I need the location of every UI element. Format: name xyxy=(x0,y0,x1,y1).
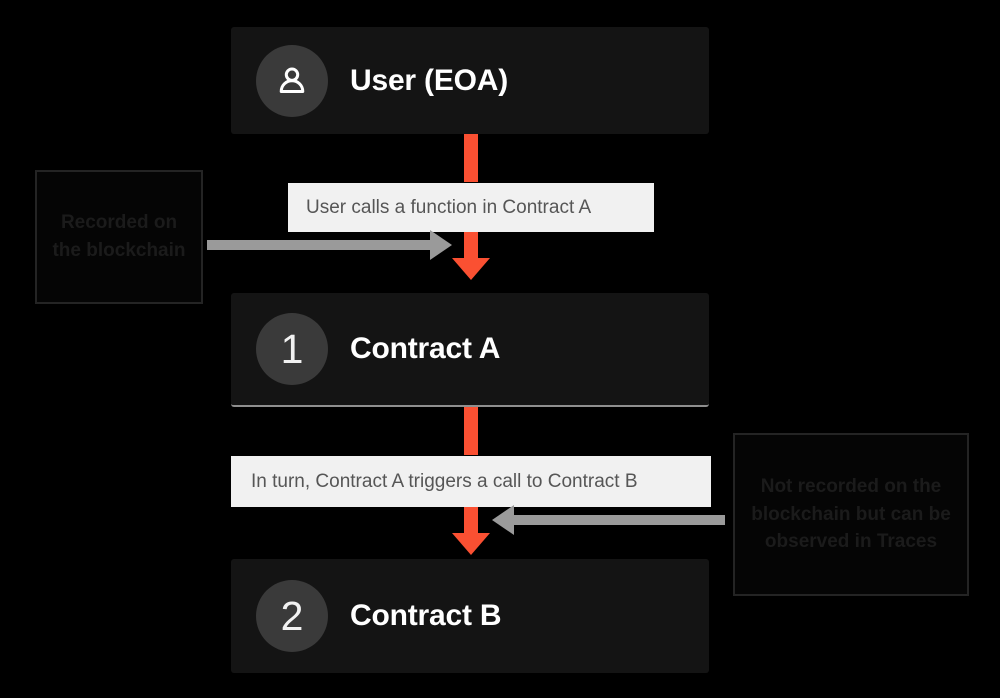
annotation-right-text: Not recorded on the blockchain but can b… xyxy=(751,476,951,553)
caption-user-calls-contract-a: User calls a function in Contract A xyxy=(288,183,654,232)
annotation-arrow-stem-right xyxy=(512,515,725,525)
node-user-label: User (EOA) xyxy=(350,63,509,97)
annotation-recorded-on-blockchain: Recorded on the blockchain xyxy=(35,170,203,304)
flow-arrow-stem-user-to-a-upper xyxy=(464,134,478,182)
node-contract-a-label: Contract A xyxy=(350,332,501,365)
node-contract-a[interactable]: 1 Contract A xyxy=(231,293,709,407)
annotation-arrow-stem-left xyxy=(207,240,432,250)
step-number-badge-1: 1 xyxy=(256,313,328,385)
person-icon xyxy=(256,44,328,117)
step-number-1: 1 xyxy=(280,325,304,372)
step-number-badge-2: 2 xyxy=(256,580,328,652)
flow-arrowhead-user-to-a xyxy=(452,258,490,280)
caption-contract-a-triggers-contract-b: In turn, Contract A triggers a call to C… xyxy=(231,456,711,507)
flow-arrowhead-a-to-b xyxy=(452,533,490,555)
annotation-arrowhead-right xyxy=(430,230,452,260)
flow-arrow-stem-a-to-b-upper xyxy=(464,407,478,455)
node-user[interactable]: User (EOA) xyxy=(231,27,709,134)
flow-arrow-stem-user-to-a-lower xyxy=(464,232,478,260)
annotation-left-text: Recorded on the blockchain xyxy=(52,212,186,261)
node-contract-b[interactable]: 2 Contract B xyxy=(231,559,709,673)
annotation-not-recorded-on-blockchain: Not recorded on the blockchain but can b… xyxy=(733,433,969,596)
step-number-2: 2 xyxy=(280,592,304,639)
flow-arrow-stem-a-to-b-lower xyxy=(464,507,478,535)
node-contract-b-label: Contract B xyxy=(350,599,502,632)
annotation-arrowhead-left xyxy=(492,505,514,535)
